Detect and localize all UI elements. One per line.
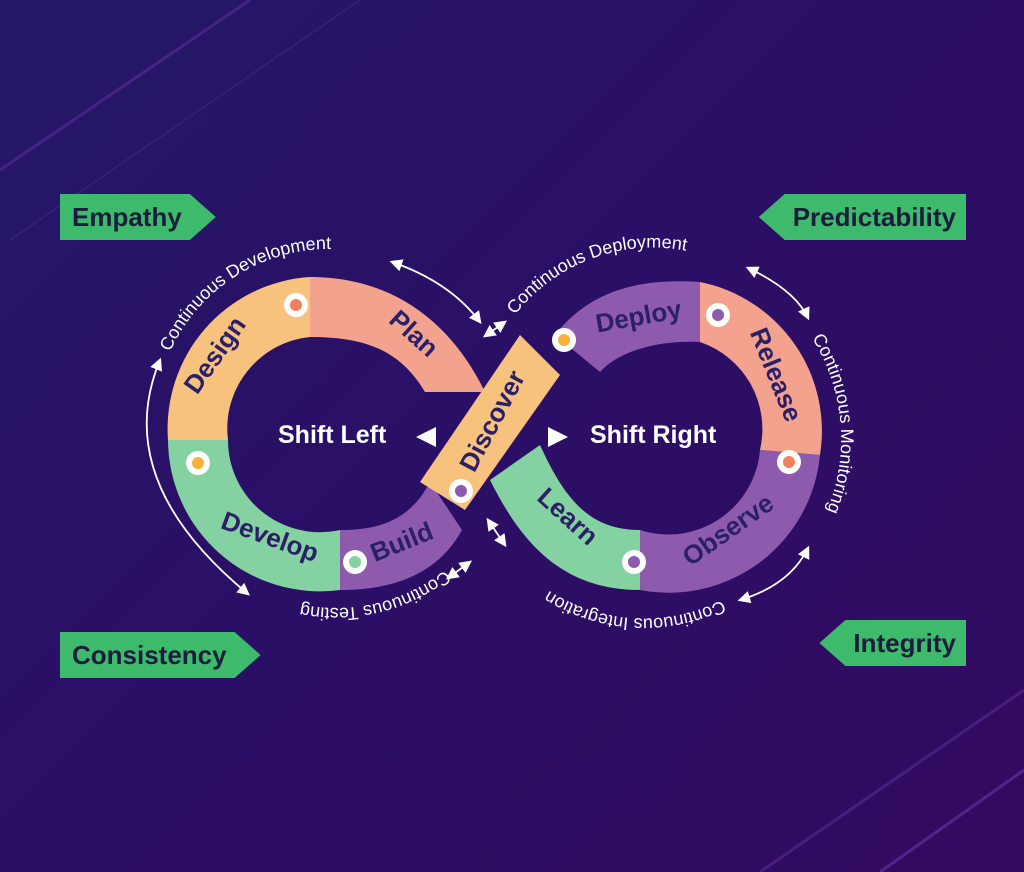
predictability-tag: Predictability (758, 194, 966, 240)
right-loop (490, 281, 822, 593)
plan-segment (310, 277, 485, 392)
shift-right-label: Shift Right (590, 421, 717, 449)
consistency-tag: Consistency (60, 632, 261, 678)
arrow-right-icon (548, 427, 568, 447)
arrow-left-icon (416, 427, 436, 447)
release-segment (700, 282, 822, 455)
shift-left-label: Shift Left (278, 421, 387, 449)
empathy-tag: Empathy (60, 194, 216, 240)
discover-segment (420, 335, 560, 510)
deploy-segment (555, 281, 700, 372)
build-segment (340, 482, 462, 590)
observe-segment (640, 450, 820, 593)
double-arrows (145, 259, 810, 604)
integrity-tag: Integrity (819, 620, 966, 666)
continuous-integration-label: Continuous Integration (541, 587, 729, 634)
learn-segment (490, 445, 640, 590)
